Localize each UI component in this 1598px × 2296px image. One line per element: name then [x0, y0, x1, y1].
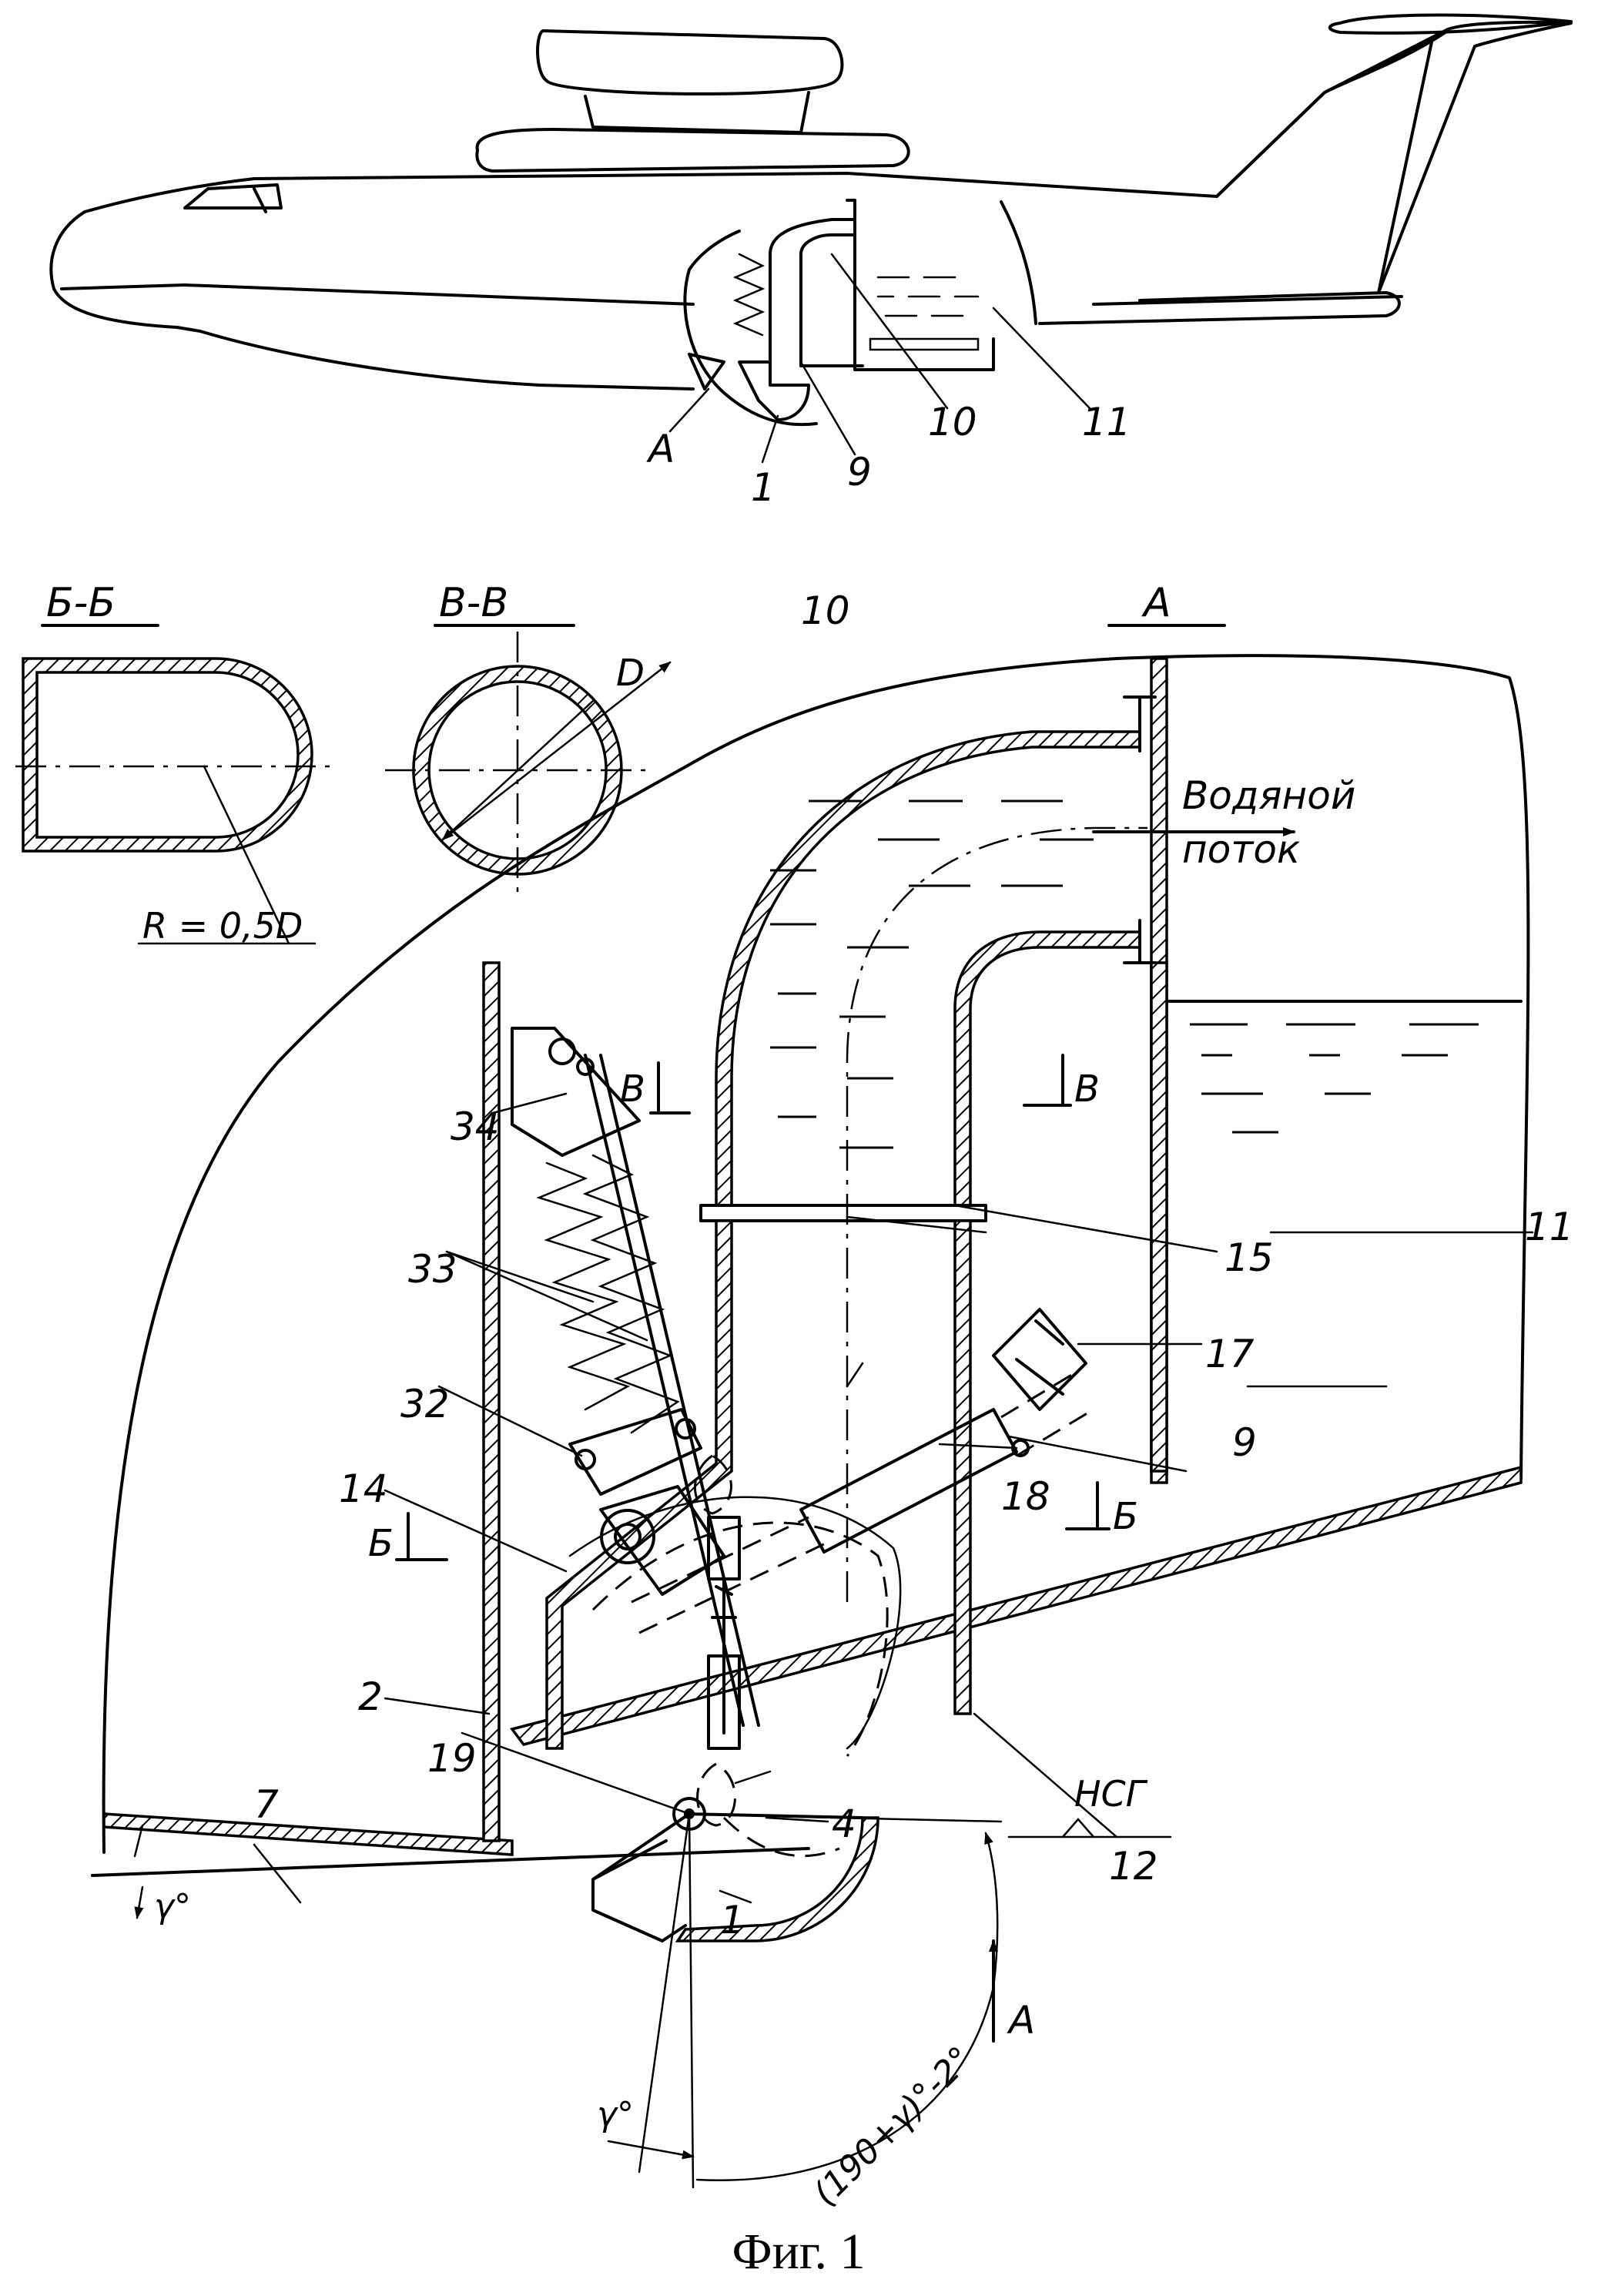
duct-outer-wall: [716, 732, 1140, 1205]
engine-nacelle: [477, 129, 908, 171]
part-32: 32: [400, 1382, 450, 1426]
part-7: 7: [254, 1782, 279, 1827]
diameter-label: D: [616, 652, 645, 695]
gamma-bottom-label: γ°: [597, 2095, 634, 2134]
flow-label-line1: Водяной: [1182, 773, 1355, 818]
part-10: 10: [801, 588, 850, 633]
view-arrow-label: А: [1007, 1998, 1035, 2043]
cut-v-right-label: В: [1074, 1068, 1100, 1111]
radar-dome: [538, 31, 842, 132]
cutaway-boundary: [685, 200, 1036, 424]
waterline-label: НСГ: [1074, 1773, 1148, 1815]
part-17: 17: [1205, 1332, 1255, 1376]
overview-label-9: 9: [847, 450, 872, 494]
part-1: 1: [720, 1898, 745, 1942]
hull-step-plate: [104, 1814, 512, 1855]
section-bb-title: Б-Б: [46, 580, 116, 626]
cockpit-window: [185, 185, 281, 212]
overview-channel: [870, 339, 978, 350]
duct-water-dashes: [770, 801, 1094, 1148]
figure-caption: Фиг. 1: [732, 2224, 865, 2280]
water-surface: [92, 1849, 809, 1875]
part-12: 12: [1109, 1844, 1158, 1889]
section-bb-profile: [23, 659, 312, 851]
view-a-title: А: [1141, 580, 1171, 626]
duct-inner-wall: [955, 932, 1140, 1205]
spring-33-a: [539, 1163, 628, 1409]
section-vv-title: В-В: [439, 580, 508, 626]
cut-v-right: [1024, 1055, 1070, 1105]
bracket-pin: [550, 1039, 575, 1064]
cut-b-left: [397, 1513, 447, 1560]
part-19: 19: [427, 1736, 477, 1781]
overview-water-lines: [878, 277, 978, 316]
part-34: 34: [451, 1104, 500, 1149]
cut-b-right: [1067, 1483, 1109, 1529]
frame-wall-2: [484, 963, 499, 1841]
gamma-left-label: γ°: [154, 1887, 191, 1926]
overview-label-10: 10: [928, 400, 977, 444]
part-15: 15: [1224, 1235, 1274, 1280]
sweep-label: (190+γ)°-2°: [806, 2040, 980, 2214]
detail-view-a: А Водяной поток: [92, 580, 1574, 2214]
overview-duct: [770, 200, 993, 370]
duct-lower-inner-wall: [955, 1221, 970, 1714]
overview-label-1: 1: [751, 465, 776, 510]
hull-chine: [62, 285, 1402, 304]
partition-wall-17: [1151, 963, 1167, 1471]
aircraft-overview: А 1 9 10 11: [51, 15, 1571, 510]
cut-b-right-label: Б: [1113, 1495, 1138, 1538]
overview-spring: [735, 254, 762, 335]
overview-label-11: 11: [1082, 400, 1131, 444]
part-9: 9: [1232, 1420, 1257, 1465]
part-11: 11: [1525, 1205, 1574, 1249]
tail-fin: [1217, 31, 1448, 293]
part-leaders: [254, 1094, 1533, 1902]
duct-flanges: [701, 697, 1155, 1221]
cut-v-left-label: В: [620, 1068, 645, 1111]
part-33: 33: [408, 1247, 457, 1292]
part-14: 14: [339, 1466, 388, 1511]
section-vv: В-В D: [385, 580, 670, 893]
section-bb: Б-Б R = 0,5D: [15, 580, 339, 947]
overview-label-a: А: [646, 427, 675, 471]
part-4: 4: [832, 1802, 856, 1846]
fuselage-outline: [51, 22, 1571, 389]
part-18: 18: [1001, 1474, 1050, 1519]
overview-leaders: [670, 254, 1090, 462]
cut-b-left-label: Б: [368, 1522, 394, 1565]
part-2: 2: [358, 1674, 383, 1719]
tank-water-dashes: [1190, 1024, 1479, 1132]
radius-label: R = 0,5D: [142, 905, 303, 947]
cut-v-left: [651, 1063, 689, 1113]
flow-label-line2: поток: [1182, 827, 1300, 872]
